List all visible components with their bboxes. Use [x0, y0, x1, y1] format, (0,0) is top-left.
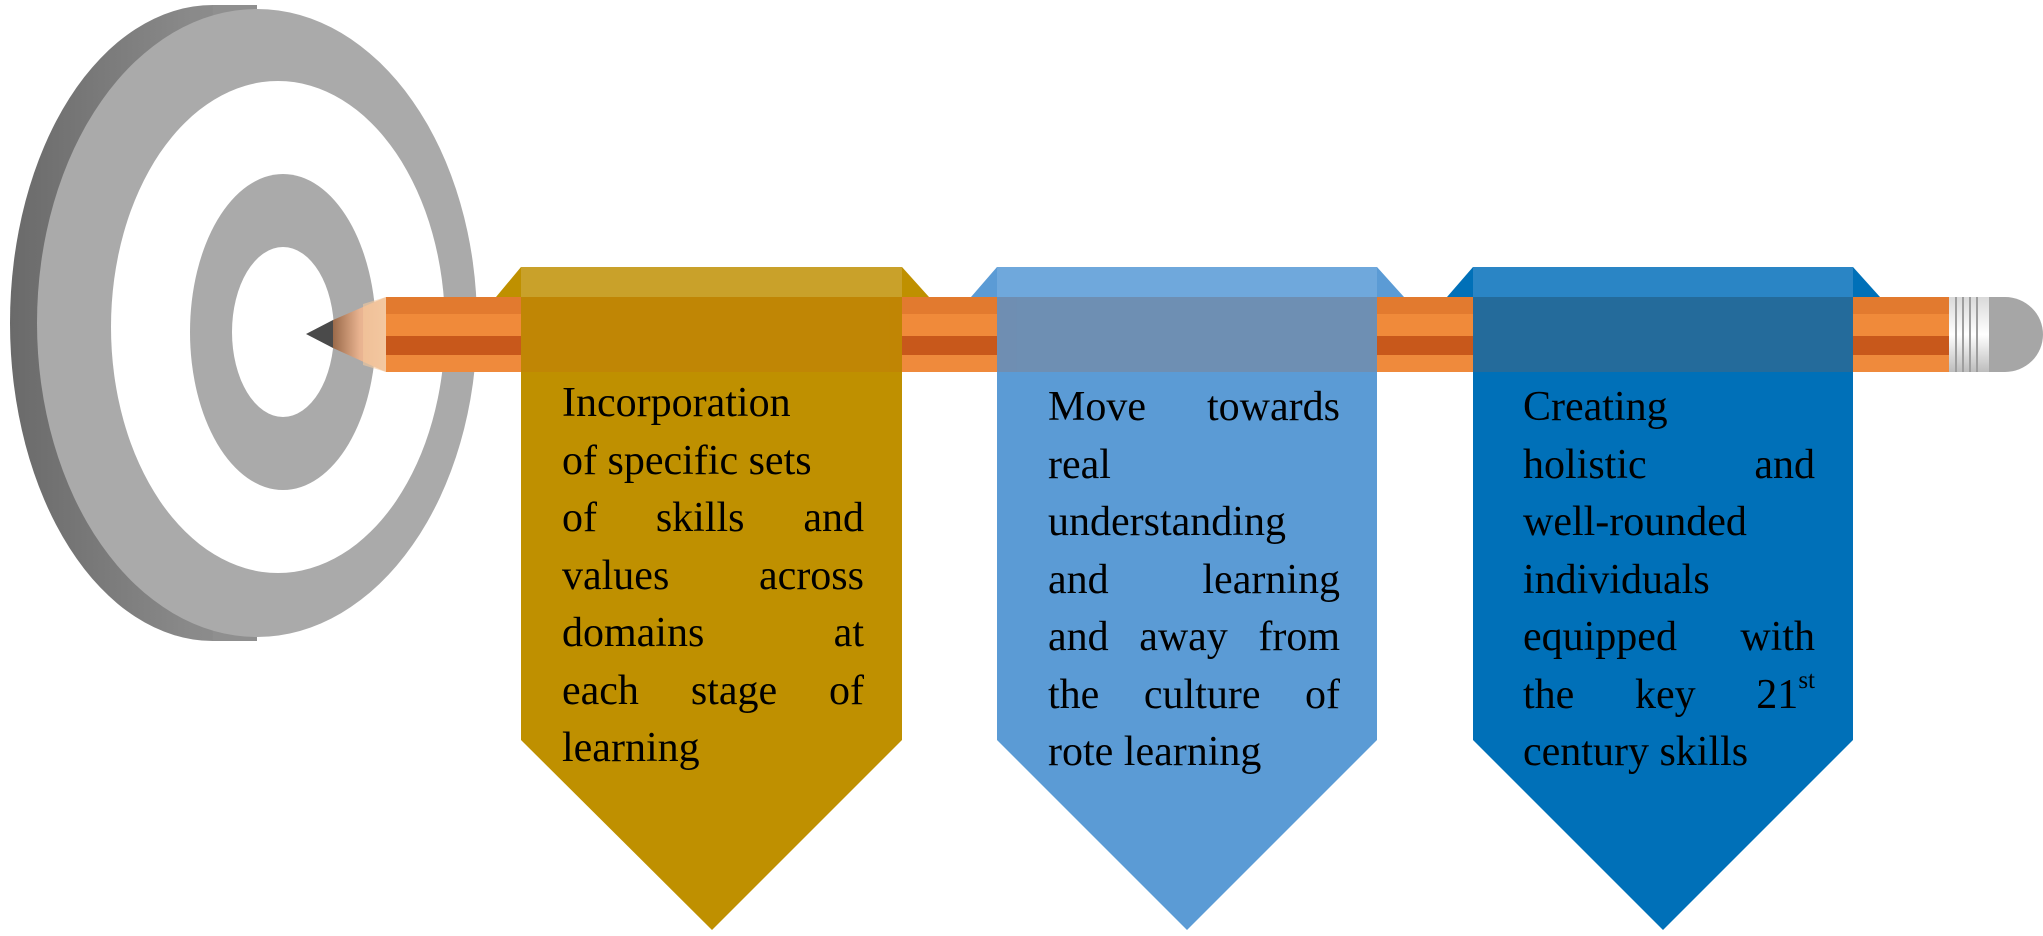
ribbon-1-line-7: learning — [562, 725, 700, 771]
ribbon-3-line-1: Creating — [1523, 384, 1668, 430]
ribbon-2-line-1: Move towards — [1048, 384, 1340, 430]
ribbon-2-line-2: real — [1048, 441, 1111, 488]
ribbon-2-line-5: and away from — [1048, 614, 1340, 660]
ribbon-3-body — [1473, 267, 1853, 930]
ribbon-2 — [971, 267, 1404, 930]
pencil-through-ribbons — [521, 297, 1853, 372]
ribbon-3-line-5: equipped with — [1523, 614, 1815, 660]
ribbon-3-line-6: the key 21st — [1523, 667, 1815, 725]
ribbon-2-text: Move towards real understanding and lear… — [1048, 379, 1340, 782]
ribbon-2-line-6: the culture of — [1048, 671, 1340, 718]
ribbon-3-line-2: holistic and — [1523, 441, 1815, 488]
ribbon-3-superscript: st — [1798, 666, 1815, 694]
ribbon-1-line-4: values across — [562, 552, 864, 599]
ribbon-3-line-7: century skills — [1523, 729, 1749, 775]
ribbon-3-line-3: well-rounded — [1523, 499, 1747, 545]
ribbon-1 — [496, 267, 929, 930]
ribbon-2-line-7: rote learning — [1048, 729, 1262, 775]
ribbon-3-text: Creating holistic and well-rounded indiv… — [1523, 379, 1815, 782]
ribbon-1-line-1: Incorporation — [562, 380, 791, 426]
ribbon-3-line-6-main: the key 21 — [1523, 671, 1799, 718]
ribbon-1-line-3: of skills and — [562, 495, 864, 541]
ribbon-2-body — [997, 267, 1377, 930]
ribbon-2-line-3: understanding — [1048, 499, 1286, 545]
ribbon-2-line-4: and learning — [1048, 556, 1340, 603]
ribbon-1-line-5: domains at — [562, 610, 864, 656]
ribbon-1-body — [521, 267, 902, 930]
ribbon-1-text: Incorporation of specific sets of skills… — [562, 375, 864, 778]
ribbon-1-line-6: each stage of — [562, 667, 864, 714]
ribbon-1-line-2: of specific sets — [562, 437, 812, 484]
ribbon-3 — [1447, 267, 1880, 930]
target-icon — [10, 5, 477, 641]
ribbon-3-line-4: individuals — [1523, 556, 1710, 603]
